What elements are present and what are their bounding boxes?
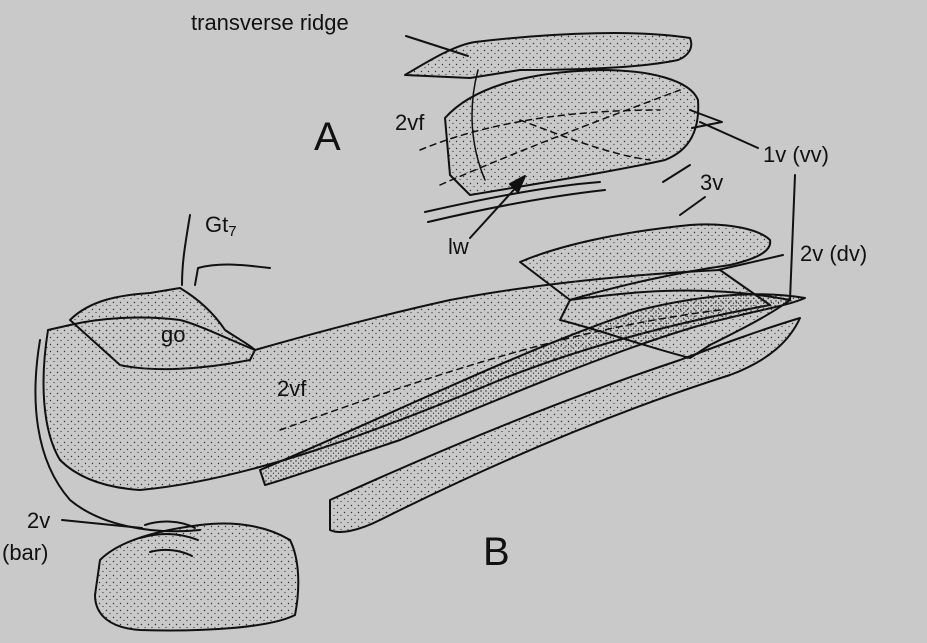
- label-2v-dv: 2v (dv): [800, 243, 867, 265]
- label-go: go: [161, 324, 185, 346]
- panel-label-a: A: [314, 117, 341, 157]
- label-2vf-panel-a: 2vf: [395, 112, 424, 134]
- panel-a-drawing: [405, 33, 722, 222]
- panel-label-b: B: [483, 532, 510, 572]
- label-2vf-panel-b: 2vf: [277, 378, 306, 400]
- label-gt7-base: Gt: [205, 212, 228, 237]
- label-2v-bar-line2: (bar): [2, 542, 48, 564]
- leader-3v-a: [663, 165, 690, 182]
- leader-2v-bar: [62, 520, 142, 528]
- label-gt7: Gt7: [205, 214, 237, 239]
- label-2v-bar-line1: 2v: [27, 510, 50, 532]
- label-3v: 3v: [700, 172, 723, 194]
- leader-3v-b: [680, 197, 705, 215]
- panel-a-upper-valve: [405, 33, 691, 78]
- label-gt7-subscript: 7: [228, 223, 236, 240]
- label-lw: lw: [448, 236, 469, 258]
- label-transverse-ridge: transverse ridge: [191, 12, 349, 34]
- label-1v-vv: 1v (vv): [763, 144, 829, 166]
- leader-1v-vertical: [790, 175, 795, 300]
- panel-b-drawing: [35, 215, 805, 630]
- leader-1v-vv: [700, 122, 758, 148]
